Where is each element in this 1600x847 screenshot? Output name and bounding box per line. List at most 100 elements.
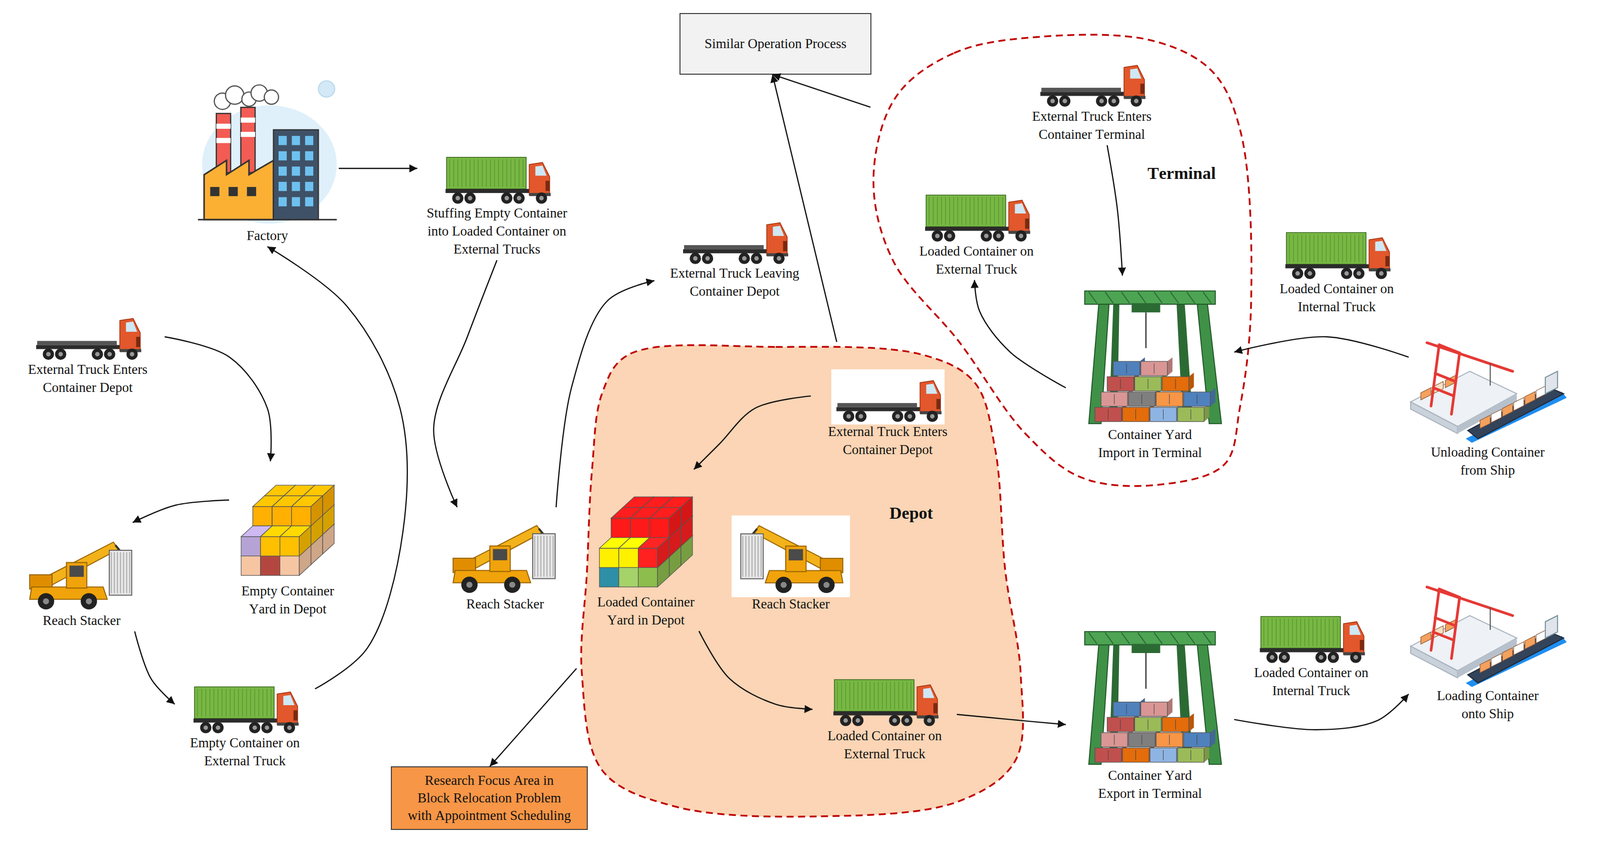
wheel-hub xyxy=(466,581,473,588)
wheel xyxy=(104,348,116,360)
icon-art xyxy=(833,679,939,727)
container-side xyxy=(311,496,323,527)
container-box xyxy=(1162,376,1189,391)
wheel xyxy=(261,722,273,734)
container-box xyxy=(1106,717,1134,733)
crane-beam xyxy=(1084,290,1216,304)
icon-node: Stuffing Empty Container into Loaded Con… xyxy=(417,132,577,261)
icon-node: Loaded Container on Internal Truck xyxy=(1264,229,1410,318)
container-rib xyxy=(757,535,759,577)
icon-art xyxy=(1410,586,1567,688)
ship-container xyxy=(1524,635,1535,649)
container-rib xyxy=(1113,734,1115,745)
icon-art xyxy=(36,318,142,360)
container-rib xyxy=(990,196,991,225)
wheel xyxy=(1340,268,1352,280)
chassis xyxy=(925,226,1011,231)
container-rib xyxy=(1292,234,1294,263)
container-rib xyxy=(234,689,235,717)
container-rib xyxy=(953,196,954,225)
container-rib xyxy=(928,196,930,225)
container-rib xyxy=(748,535,750,577)
region-area: DepotExternal Truck Enters Container Dep… xyxy=(576,341,1026,822)
container-rib xyxy=(865,681,866,710)
truck-cab xyxy=(119,318,141,351)
icon-picture xyxy=(23,522,141,612)
flow-arrow xyxy=(556,280,655,508)
icon-picture xyxy=(446,507,564,595)
icon-picture xyxy=(1065,275,1235,426)
cab-grill xyxy=(936,398,941,409)
container-rib xyxy=(933,196,934,225)
node-caption: External Truck Enters Container Terminal xyxy=(1017,107,1167,146)
stacker-cab xyxy=(66,562,87,588)
wheel-hub xyxy=(215,725,220,730)
container-rib xyxy=(1113,393,1115,404)
wheel-hub xyxy=(855,718,860,723)
truck xyxy=(1259,616,1365,663)
icon-node: Loaded Container Yard in Depot xyxy=(587,469,705,631)
ship-container xyxy=(1536,629,1547,643)
container-rib xyxy=(498,159,499,187)
cab-window xyxy=(1129,68,1141,79)
container-box xyxy=(1260,616,1341,648)
tower-window xyxy=(305,135,314,145)
container-box xyxy=(1106,376,1134,391)
container-rib xyxy=(537,535,538,577)
container-rib xyxy=(238,689,239,717)
icon-picture xyxy=(1035,56,1149,108)
cab-window xyxy=(283,695,295,706)
wheel xyxy=(451,192,464,204)
flow-arrow xyxy=(338,167,418,169)
tower-window xyxy=(305,150,314,160)
container-rib xyxy=(452,159,454,187)
beam-brace xyxy=(1137,632,1147,644)
cab-grill xyxy=(1359,639,1364,650)
flow-arrow xyxy=(489,668,577,767)
container-stack xyxy=(241,485,335,576)
container-rib xyxy=(998,196,999,225)
wheel xyxy=(702,252,714,264)
flow-arrow xyxy=(772,74,871,108)
container-front xyxy=(260,536,281,557)
icon-art xyxy=(1285,232,1391,280)
node-caption: External Truck Leaving Container Depot xyxy=(656,264,813,303)
icon-picture xyxy=(920,186,1033,243)
region-heading: Terminal xyxy=(1147,163,1216,184)
container-rib xyxy=(522,159,524,187)
container-front xyxy=(649,518,670,538)
container-rib xyxy=(910,681,911,710)
container-rib xyxy=(1279,618,1281,646)
container-side xyxy=(1210,728,1216,748)
container-rib xyxy=(510,159,511,187)
container-rib xyxy=(1119,378,1121,389)
factory xyxy=(197,80,337,224)
container-rib xyxy=(1309,234,1310,263)
container-rib xyxy=(941,196,942,225)
quay-container xyxy=(1421,631,1432,644)
trailer-bed xyxy=(683,245,764,250)
cab-window xyxy=(1349,624,1361,635)
container-rib xyxy=(205,689,206,717)
wheel xyxy=(1349,651,1361,663)
container-rib xyxy=(465,159,467,187)
icon-art xyxy=(1410,342,1567,443)
container-side xyxy=(680,496,693,527)
wheel-hub xyxy=(930,413,935,419)
tower-window xyxy=(305,166,314,176)
container-rib xyxy=(742,535,744,577)
container-rib xyxy=(1175,378,1176,389)
wheel-hub xyxy=(935,233,940,239)
icon-picture xyxy=(188,673,302,734)
flow-arrow xyxy=(132,500,230,523)
hanging-container xyxy=(740,533,764,579)
icon-node: Unloading Container from Ship xyxy=(1408,290,1567,481)
node-caption: Stuffing Empty Container into Loaded Con… xyxy=(419,203,575,261)
wheel xyxy=(923,714,935,726)
container-rib xyxy=(1175,719,1176,730)
cab-window xyxy=(1014,202,1026,213)
wheel-hub xyxy=(846,413,851,419)
beam-brace xyxy=(1137,291,1147,303)
container-side xyxy=(1210,387,1216,407)
wheel-hub xyxy=(287,725,292,730)
